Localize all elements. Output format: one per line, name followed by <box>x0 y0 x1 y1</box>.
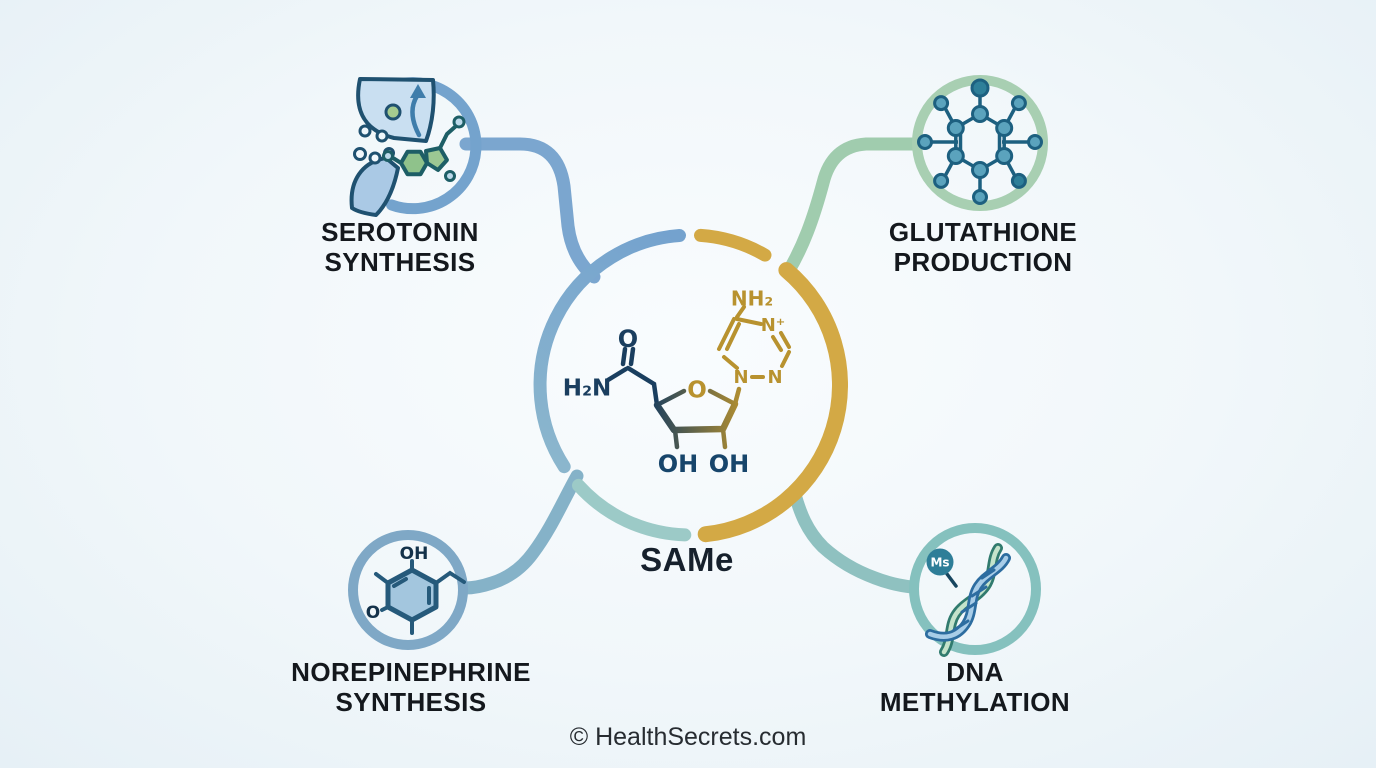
molecule-network-icon <box>917 78 1043 205</box>
node-label-serotonin-line1: SEROTONIN <box>321 217 479 247</box>
node-glutathione <box>912 75 1048 211</box>
dna-helix-methyl-icon: Ms <box>925 543 1011 657</box>
atom-label-ring-o: O <box>687 378 707 404</box>
atom-label-carbonyl-o: O <box>618 325 638 353</box>
footer-credit: © HealthSecrets.com <box>569 723 807 751</box>
node-label-norepinephrine-line1: NOREPINEPHRINE <box>291 657 531 687</box>
catechol-molecule-icon: OH O <box>366 544 466 635</box>
catechol-oh-label: OH <box>400 544 429 564</box>
atom-label-oh-right: OH <box>709 450 750 478</box>
center-ring-arc-gold-large <box>697 262 848 543</box>
center-ring <box>533 228 848 543</box>
synapse-icon <box>349 77 436 217</box>
atom-label-oh-left: OH <box>658 450 699 478</box>
center-ring-arc-teal <box>572 478 692 542</box>
node-label-norepinephrine: NOREPINEPHRINE SYNTHESIS <box>221 657 601 717</box>
center-ring-arc-gold-small <box>694 228 772 262</box>
serotonin-molecule-icon <box>382 115 466 182</box>
connectors <box>458 137 920 595</box>
node-norepinephrine: OH O <box>348 530 468 650</box>
same-molecule-structure: H₂N O OH OH O NH₂ N⁺ N N <box>563 287 791 478</box>
methyl-badge-label: Ms <box>930 556 949 570</box>
center-ring-arc-blue <box>533 229 686 474</box>
atom-label-n-right: N <box>767 367 782 388</box>
node-label-glutathione-line1: GLUTATHIONE <box>888 217 1078 247</box>
norepinephrine-node-ring <box>348 530 468 650</box>
methyl-badge <box>926 548 954 576</box>
node-label-dna: DNA METHYLATION <box>785 657 1165 717</box>
atom-label-nh2: NH₂ <box>731 287 773 311</box>
catechol-o-label: O <box>366 603 380 623</box>
same-title: SAMe <box>640 541 734 578</box>
connector-serotonin <box>459 137 601 284</box>
methyl-tick <box>945 572 958 588</box>
node-label-serotonin-line2: SYNTHESIS <box>324 247 476 277</box>
node-dna: Ms <box>909 523 1041 657</box>
node-serotonin <box>349 77 482 217</box>
atom-label-n-left: N <box>733 367 748 388</box>
molecule-amide-skeleton <box>605 346 660 408</box>
neurotransmitter-dot <box>368 151 382 165</box>
connector-norepinephrine <box>458 469 584 595</box>
connector-glutathione <box>781 137 920 279</box>
dna-node-ring <box>909 523 1041 655</box>
molecule-ribose-skeleton <box>653 386 742 450</box>
node-label-dna-line1: DNA <box>946 657 1004 687</box>
node-label-norepinephrine-line2: SYNTHESIS <box>335 687 487 717</box>
node-label-dna-line2: METHYLATION <box>879 687 1071 717</box>
molecule-adenine-skeleton <box>717 305 791 379</box>
connector-dna <box>787 484 919 594</box>
atom-label-n-plus: N⁺ <box>761 315 786 336</box>
node-label-glutathione: GLUTATHIONE PRODUCTION <box>793 217 1173 277</box>
vesicle-dot <box>384 103 402 121</box>
node-label-glutathione-line2: PRODUCTION <box>893 247 1073 277</box>
atom-label-h2n: H₂N <box>563 376 612 402</box>
up-arrow-icon <box>410 84 426 138</box>
neurotransmitter-dot <box>353 147 367 161</box>
node-label-serotonin: SEROTONIN SYNTHESIS <box>210 217 590 277</box>
